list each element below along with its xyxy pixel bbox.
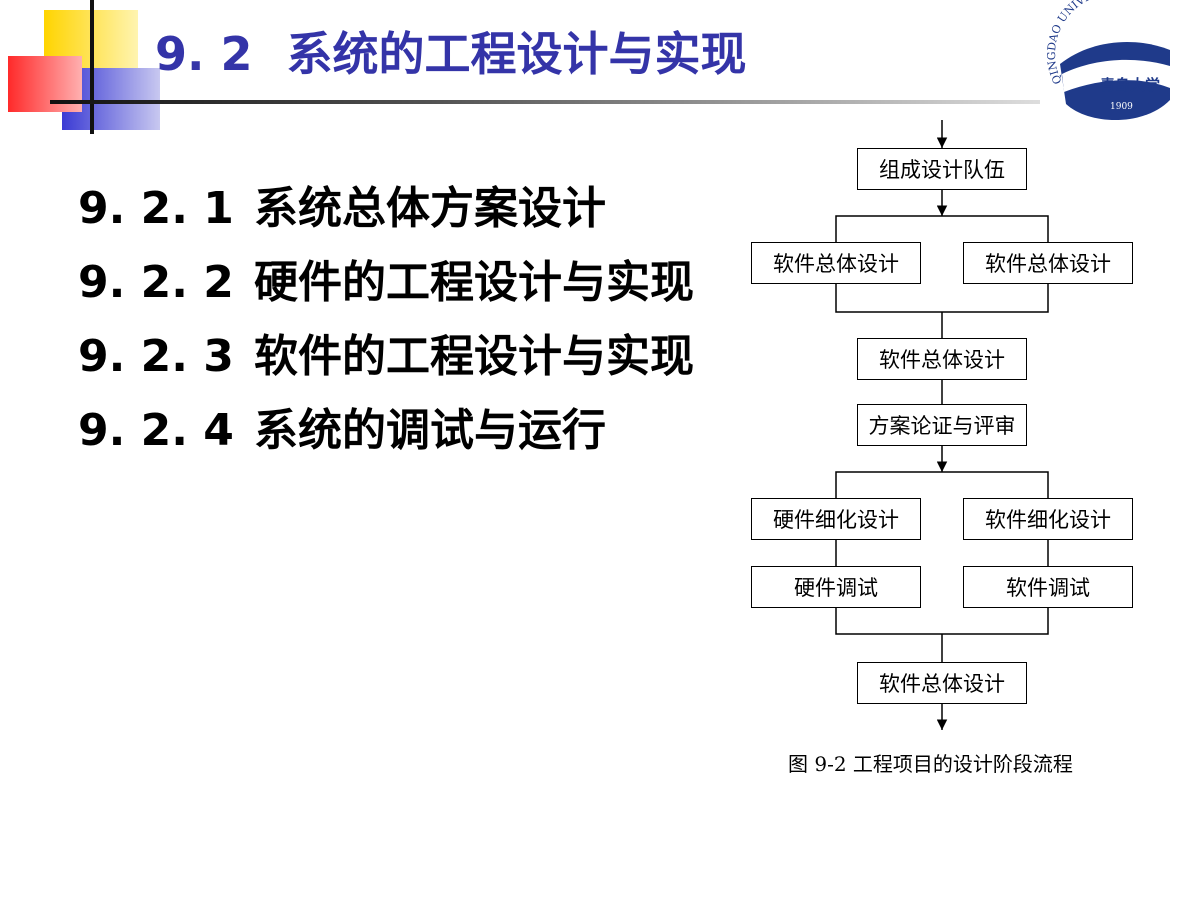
split-connector-top: [835, 215, 1049, 242]
node-final-design: 软件总体设计: [857, 662, 1027, 704]
split-connector-bottom: [835, 471, 1049, 498]
logo-year: 1909: [1110, 102, 1133, 112]
section-list: 9. 2. 1 系统总体方案设计 9. 2. 2 硬件的工程设计与实现 9. 2. …: [78, 172, 694, 468]
logo-wave-band: [1062, 59, 1170, 92]
merge-connector-top: [835, 284, 1049, 313]
section-title: 软件的工程设计与实现: [254, 331, 694, 382]
section-item: 9. 2. 3 软件的工程设计与实现: [78, 320, 694, 394]
title-underline: [50, 100, 1040, 104]
section-number: 9. 2. 3: [78, 331, 234, 382]
section-item: 9. 2. 2 硬件的工程设计与实现: [78, 246, 694, 320]
node-overall-design-merged: 软件总体设计: [857, 338, 1027, 380]
node-overall-design-right: 软件总体设计: [963, 242, 1133, 284]
section-title: 系统总体方案设计: [254, 183, 606, 234]
node-software-debug: 软件调试: [963, 566, 1133, 608]
slide-title-number: 9. 2: [155, 27, 253, 81]
slide-title: 9. 2 系统的工程设计与实现: [155, 18, 747, 84]
merge-connector-bottom: [835, 608, 1049, 635]
figure-caption: 图 9-2 工程项目的设计阶段流程: [788, 752, 1073, 776]
node-software-detail: 软件细化设计: [963, 498, 1133, 540]
section-item: 9. 2. 4 系统的调试与运行: [78, 394, 694, 468]
node-hardware-debug: 硬件调试: [751, 566, 921, 608]
section-number: 9. 2. 1: [78, 183, 234, 234]
flowchart-connectors: [835, 120, 1049, 730]
node-form-team: 组成设计队伍: [857, 148, 1027, 190]
design-flowchart: 组成设计队伍 软件总体设计 软件总体设计 软件总体设计 方案论证与评审 硬件细化…: [740, 118, 1160, 788]
section-number: 9. 2. 2: [78, 257, 234, 308]
decor-vertical-line: [90, 0, 94, 134]
slide-title-text: 系统的工程设计与实现: [286, 27, 747, 81]
node-overall-design-left: 软件总体设计: [751, 242, 921, 284]
section-title: 系统的调试与运行: [254, 405, 606, 456]
node-review: 方案论证与评审: [857, 404, 1027, 446]
logo-chinese-name: 青岛大学: [1100, 76, 1160, 94]
node-hardware-detail: 硬件细化设计: [751, 498, 921, 540]
section-title: 硬件的工程设计与实现: [254, 257, 694, 308]
university-logo: QINGDAO UNIVERSITY 青岛大学 1909: [1040, 0, 1180, 130]
section-item: 9. 2. 1 系统总体方案设计: [78, 172, 694, 246]
section-number: 9. 2. 4: [78, 405, 234, 456]
